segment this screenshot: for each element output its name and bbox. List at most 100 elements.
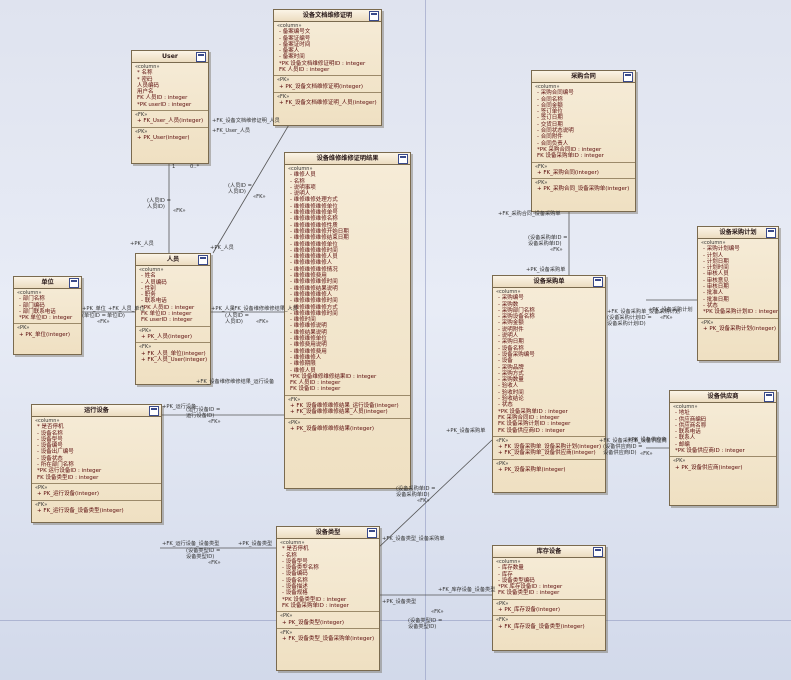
rel-label: +PK_单位 — [82, 306, 106, 312]
column-row: - 设备型号 — [37, 436, 63, 443]
column-row: - 设备出厂编号 — [37, 449, 74, 456]
column-row: FK 设备采购单ID : integer — [537, 153, 604, 160]
column-row: - 设备规格 — [282, 590, 308, 597]
table-purchase-contract[interactable]: 采购合同«column»- 采购合同编号- 合同名称- 合同金额- 签订单位- … — [531, 70, 636, 212]
columns-section: «column»- 部门名称- 部门编码- 部门联系电话*PK 单位ID : i… — [14, 289, 81, 325]
column-row: - 设备型号 — [282, 558, 308, 565]
column-row: - 设备编号 — [37, 443, 63, 450]
key-row: + FK_运行设备_设备类型(integer) — [37, 507, 124, 514]
rel-label: «FK» — [417, 498, 430, 504]
key-row: + FK_设备采购单_设备采购计划(integer) — [498, 444, 602, 451]
key-section: «PK»+ PK_设备采购计划(integer) — [698, 319, 778, 335]
column-row: - 库存 — [498, 571, 513, 578]
rel-label: +FK_设备类型_设备采购单 — [382, 536, 445, 542]
column-row: - 采购设备名称 — [498, 314, 535, 321]
table-spare-equipment[interactable]: 库存设备«column»- 库存数量- 库存- 设备类型编码*PK 库存设备ID… — [492, 545, 606, 651]
table-user[interactable]: User«column»* 名称* 密码 人员编码 用户名 FK 人员ID : … — [131, 50, 209, 164]
rel-label: «FK» — [253, 194, 266, 200]
rel-label: +FK_设备文档维修证明_人员 — [212, 118, 280, 124]
column-row: - 备案时间 — [279, 54, 305, 61]
rel-label: (设备类型ID = — [408, 618, 443, 624]
table-maintenance-record[interactable]: 设备维修维修证明结果«column»- 维修人员- 名称- 说明事项- 说明人-… — [284, 152, 411, 489]
rel-label: 设备采购计划ID) — [607, 321, 646, 327]
column-row: - 维修维修维修人 — [290, 291, 333, 298]
table-person[interactable]: 人员«column»- 姓名- 人员编码- 性别- 职务- 联系电话*PK 人员… — [135, 253, 211, 385]
columns-section: «column»- 姓名- 人员编码- 性别- 职务- 联系电话*PK 人员ID… — [136, 266, 210, 327]
rel-label: «FK» — [256, 319, 269, 325]
column-row: - 采购部门名称 — [498, 307, 535, 314]
section-header: «FK» — [496, 617, 509, 624]
table-icon — [369, 11, 379, 21]
table-title: 库存设备 — [493, 546, 605, 558]
column-row: - 维修维修维修人 — [290, 260, 333, 267]
column-row: - 设备编码 — [282, 571, 308, 578]
column-row: FK 人员ID : integer — [290, 380, 341, 387]
key-section: «FK»+ FK_设备采购单_设备采购计划(integer)+ FK_设备采购单… — [493, 437, 605, 460]
key-row: + FK_设备文档维修证明_人员(integer) — [279, 100, 377, 107]
table-purchase-plan[interactable]: 设备采购计划«column»- 采购计划编号- 计划人- 计划日期- 计划时间-… — [697, 226, 779, 361]
key-row: + FK_User_人员(integer) — [137, 118, 204, 125]
column-row: *PK 人员ID : integer — [141, 304, 195, 311]
column-row: - 维修维修维修时间 — [290, 247, 338, 254]
column-row: FK 设备类型ID : integer — [37, 474, 99, 481]
column-row: FK 单位ID : integer — [141, 311, 192, 318]
column-row: - 合同名称 — [537, 96, 563, 103]
table-equipment-doc[interactable]: 设备文档维修证明«column»- 备案编号文 - 备案证编号- 备案证时间- … — [273, 9, 382, 126]
rel-doc-person — [212, 122, 291, 254]
column-row: - 维修结果说明 — [290, 329, 327, 336]
table-title: 设备采购单 — [493, 276, 605, 288]
table-title: 设备文档维修证明 — [274, 10, 381, 22]
key-section: «PK»+ PK_设备维修维修结果(integer) — [285, 419, 410, 435]
column-row: - 维修维修维修性质 — [290, 222, 338, 229]
rel-label: (人员ID = — [225, 313, 249, 319]
key-row: + FK_设备维修维修结果_运行设备(integer) — [290, 402, 399, 409]
column-row: - 合同状态说明 — [537, 128, 574, 135]
table-purchase-order[interactable]: 设备采购单«column»- 采购编号- 采购数- 采购部门名称- 采购设备名称… — [492, 275, 606, 493]
section-header: «PK» — [535, 180, 548, 187]
table-equipment-type[interactable]: 设备类型«column»* 是否停机- 名称- 设备型号- 设备类型名称- 设备… — [276, 526, 380, 671]
rel-label: (设备采购单ID = — [396, 486, 436, 492]
column-row: - 维修维修维修时间 — [290, 279, 338, 286]
section-header: «column» — [135, 64, 160, 70]
column-row: - 供应商名称 — [675, 422, 707, 429]
key-row: + PK_采购合同_设备采购单(integer) — [537, 186, 630, 193]
rel-label: (设备采购计划ID = — [607, 315, 652, 321]
key-section: «FK»+ FK_User_人员(integer) — [132, 111, 208, 128]
column-row: - 采购编号 — [498, 295, 524, 302]
column-row: FK 设备类型ID : integer — [498, 590, 560, 597]
section-header: «PK» — [496, 600, 509, 607]
column-row: - 设备描述 — [282, 584, 308, 591]
table-title: 人员 — [136, 254, 210, 266]
section-header: «PK» — [35, 484, 48, 491]
column-row: - 备案证编号 — [279, 35, 311, 42]
key-row: + PK_单位(integer) — [19, 331, 71, 338]
rel-label: «FK» — [208, 419, 221, 425]
table-supplier[interactable]: 设备供应商«column»- 地址- 供应商编码- 供应商名称- 联系电话- 联… — [669, 390, 777, 506]
rel-label: +FK_设备维修维修结果_运行设备 — [196, 379, 275, 385]
key-section: «FK»+ FK_设备文档维修证明_人员(integer) — [274, 93, 381, 109]
column-row: - 职务 — [141, 292, 156, 299]
rel-label: 设备类型ID) — [408, 624, 437, 630]
column-row: - 联系电话 — [141, 298, 167, 305]
table-icon — [593, 547, 603, 557]
section-header: «column» — [701, 240, 726, 246]
table-running-equipment[interactable]: 运行设备«column»* 是否停机- 设备名称- 设备型号- 设备编号- 设备… — [31, 404, 162, 523]
section-header: «column» — [277, 23, 302, 29]
column-row: - 签订日期 — [537, 115, 563, 122]
rel-label: +FK_采购合同_设备采购单 — [498, 211, 561, 217]
table-unit[interactable]: 单位«column»- 部门名称- 部门编码- 部门联系电话*PK 单位ID :… — [13, 276, 82, 355]
section-header: «FK» — [280, 629, 293, 636]
table-title: 采购合同 — [532, 71, 635, 83]
column-row: - 验收结论 — [498, 396, 524, 403]
column-row: - 维修维修人 — [290, 354, 322, 361]
section-header: «PK» — [496, 460, 509, 467]
rel-label: +PK_人员 — [211, 306, 235, 312]
rel-label: (人员ID = — [147, 198, 171, 204]
key-row: + PK_设备文档维修证明(integer) — [279, 83, 364, 90]
column-row: - 维修维修维修单位 — [290, 241, 338, 248]
column-row: *PK 设备供应商ID : integer — [675, 448, 745, 455]
column-row: - 维修维修费用 — [290, 273, 327, 280]
column-row: - 设备类型编码 — [498, 577, 535, 584]
column-row: - 备案证时间 — [279, 41, 311, 48]
column-row: *PK 设备采购单ID : integer — [498, 408, 568, 415]
